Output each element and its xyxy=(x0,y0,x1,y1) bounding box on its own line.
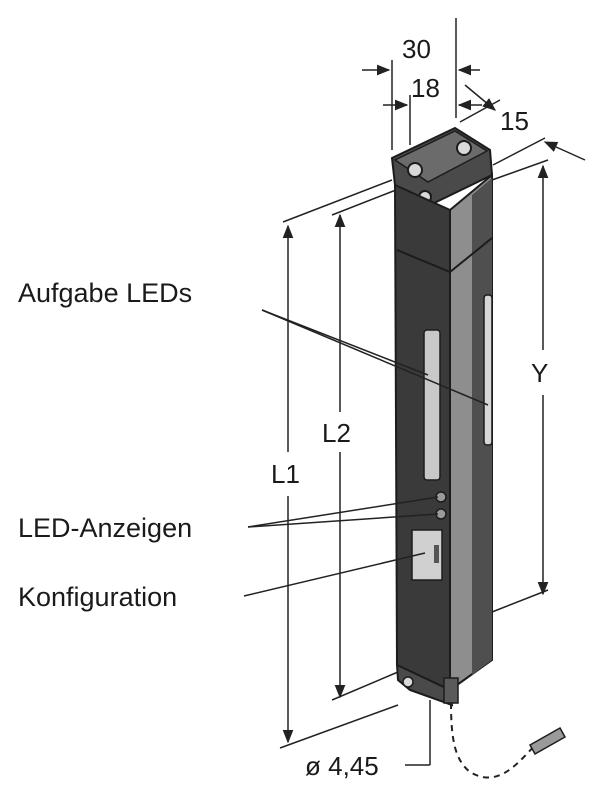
dimension-lines xyxy=(279,18,586,766)
cable-gland xyxy=(443,677,459,704)
dim-15-arrow-top xyxy=(464,84,497,111)
task-led-window-side xyxy=(483,294,493,446)
cable-diameter-label: ø 4,45 xyxy=(305,751,379,781)
led-anzeigen-label: LED-Anzeigen xyxy=(18,513,192,543)
leader-led-1 xyxy=(247,496,439,528)
konfiguration-label: Konfiguration xyxy=(18,582,177,612)
mount-hole-icon xyxy=(407,162,423,178)
ext-line xyxy=(279,704,399,749)
leader-led-2 xyxy=(247,513,439,528)
leader-configuration xyxy=(243,552,426,597)
cable xyxy=(443,677,567,779)
leader-aufgabe-side xyxy=(261,309,489,406)
dim-15-arrow-bottom xyxy=(543,141,586,161)
configuration-switch-icon xyxy=(434,545,439,563)
ext-line xyxy=(459,99,501,123)
dim-l1-label: L1 xyxy=(271,459,300,489)
mount-hole-icon xyxy=(456,140,472,156)
aufgabe-leds-label: Aufgabe LEDs xyxy=(18,278,192,308)
ext-line xyxy=(491,159,549,181)
seam-line xyxy=(396,237,493,274)
cable-line xyxy=(450,702,541,779)
dim-30-label: 30 xyxy=(402,34,431,64)
dim-y-label: Y xyxy=(531,358,548,388)
sensor-housing xyxy=(390,126,494,707)
ext-line xyxy=(492,137,546,166)
ext-line xyxy=(282,179,393,223)
dim-15-label: 15 xyxy=(500,106,529,136)
bottom-bracket xyxy=(395,663,454,707)
ext-line xyxy=(331,189,397,216)
task-led-window-front xyxy=(423,329,441,481)
dim-18-label: 18 xyxy=(411,73,440,103)
dim-l2-label: L2 xyxy=(322,418,351,448)
ext-line xyxy=(491,589,549,613)
ext-line xyxy=(331,671,399,701)
cable-end-icon xyxy=(528,726,567,756)
mount-hole-icon xyxy=(402,676,414,688)
callout-leaders xyxy=(243,309,489,597)
